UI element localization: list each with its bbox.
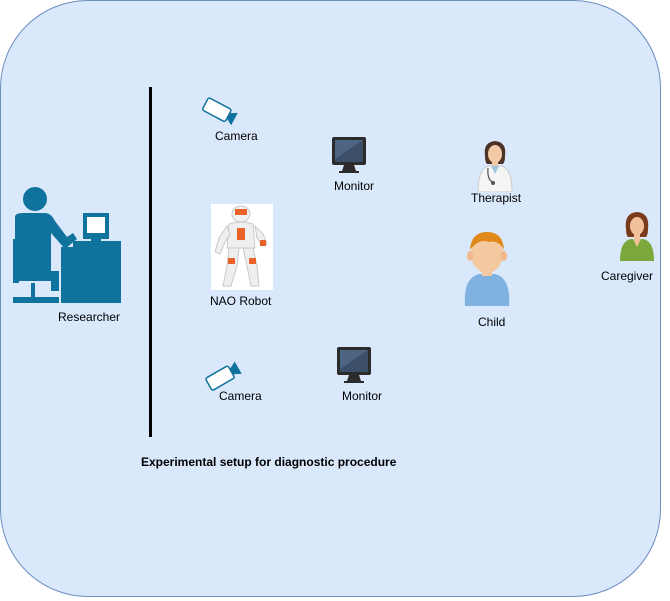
divider-line [149,87,152,437]
researcher-desk-icon [13,187,121,303]
researcher-label: Researcher [58,310,121,324]
monitor-icon [337,347,371,383]
camera-icon [202,97,238,126]
robot-icon [211,204,273,290]
child-icon [464,232,510,306]
monitor-icon [332,137,366,173]
monitor-top-label: Monitor [334,179,375,193]
child-label: Child [478,315,506,329]
caregiver-icon [620,212,654,261]
caregiver-label: Caregiver [601,269,654,283]
therapist-label: Therapist [471,191,522,205]
diagram-caption: Experimental setup for diagnostic proced… [141,455,397,469]
nao-robot-label: NAO Robot [210,294,272,308]
monitor-bottom-label: Monitor [342,389,383,403]
camera-bottom-label: Camera [219,389,262,403]
therapist-icon [477,141,513,192]
camera-top-label: Camera [215,129,258,143]
camera-icon [205,361,242,391]
